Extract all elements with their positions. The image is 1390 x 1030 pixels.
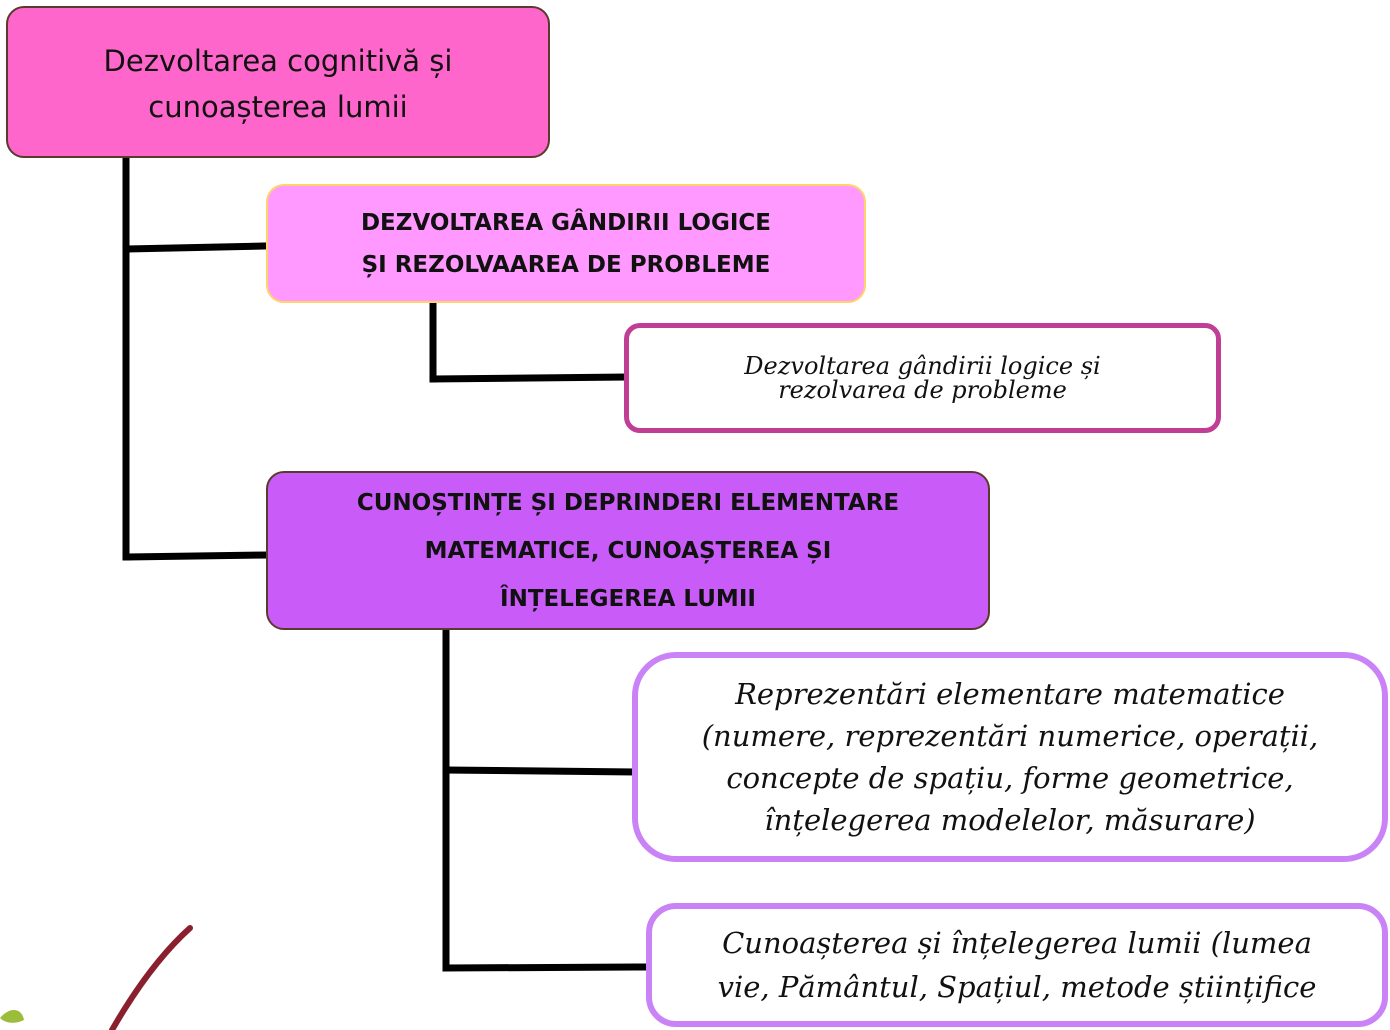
leaf-node-world-knowledge: Cunoașterea și înțelegerea lumii (lumea … bbox=[646, 903, 1388, 1027]
leaf-node-math-representations-label: Reprezentări elementare matematice (nume… bbox=[701, 677, 1319, 837]
decorative-leaf-icon bbox=[0, 1009, 24, 1023]
leaf-node-math-representations: Reprezentări elementare matematice (nume… bbox=[632, 652, 1388, 862]
root-node: Dezvoltarea cognitivă și cunoașterea lum… bbox=[6, 6, 550, 158]
decorative-illustration bbox=[0, 925, 193, 1030]
branch-node-logic: DEZVOLTAREA GÂNDIRII LOGICE ȘI REZOLVAAR… bbox=[266, 184, 866, 303]
branch-node-math-world-label: CUNOȘTINȚE ȘI DEPRINDERI ELEMENTARE MATE… bbox=[356, 489, 900, 612]
decorative-stroke bbox=[109, 925, 193, 1030]
leaf-node-world-knowledge-label: Cunoașterea și înțelegerea lumii (lumea … bbox=[717, 926, 1317, 1004]
connector-to-world-detail bbox=[442, 963, 650, 972]
connector-to-math-detail bbox=[442, 766, 636, 776]
leaf-node-logic-detail: Dezvoltarea gândirii logice și rezolvare… bbox=[624, 323, 1221, 433]
root-node-label: Dezvoltarea cognitivă și cunoașterea lum… bbox=[103, 44, 453, 124]
branch-node-math-world: CUNOȘTINȚE ȘI DEPRINDERI ELEMENTARE MATE… bbox=[266, 471, 990, 630]
branch-node-logic-label: DEZVOLTAREA GÂNDIRII LOGICE ȘI REZOLVAAR… bbox=[360, 209, 772, 278]
leaf-node-logic-detail-label: Dezvoltarea gândirii logice și rezolvare… bbox=[744, 352, 1101, 404]
connector-to-branch-logic bbox=[122, 242, 270, 253]
connector-to-logic-detail bbox=[429, 373, 628, 383]
connector-to-branch-math bbox=[122, 551, 270, 561]
